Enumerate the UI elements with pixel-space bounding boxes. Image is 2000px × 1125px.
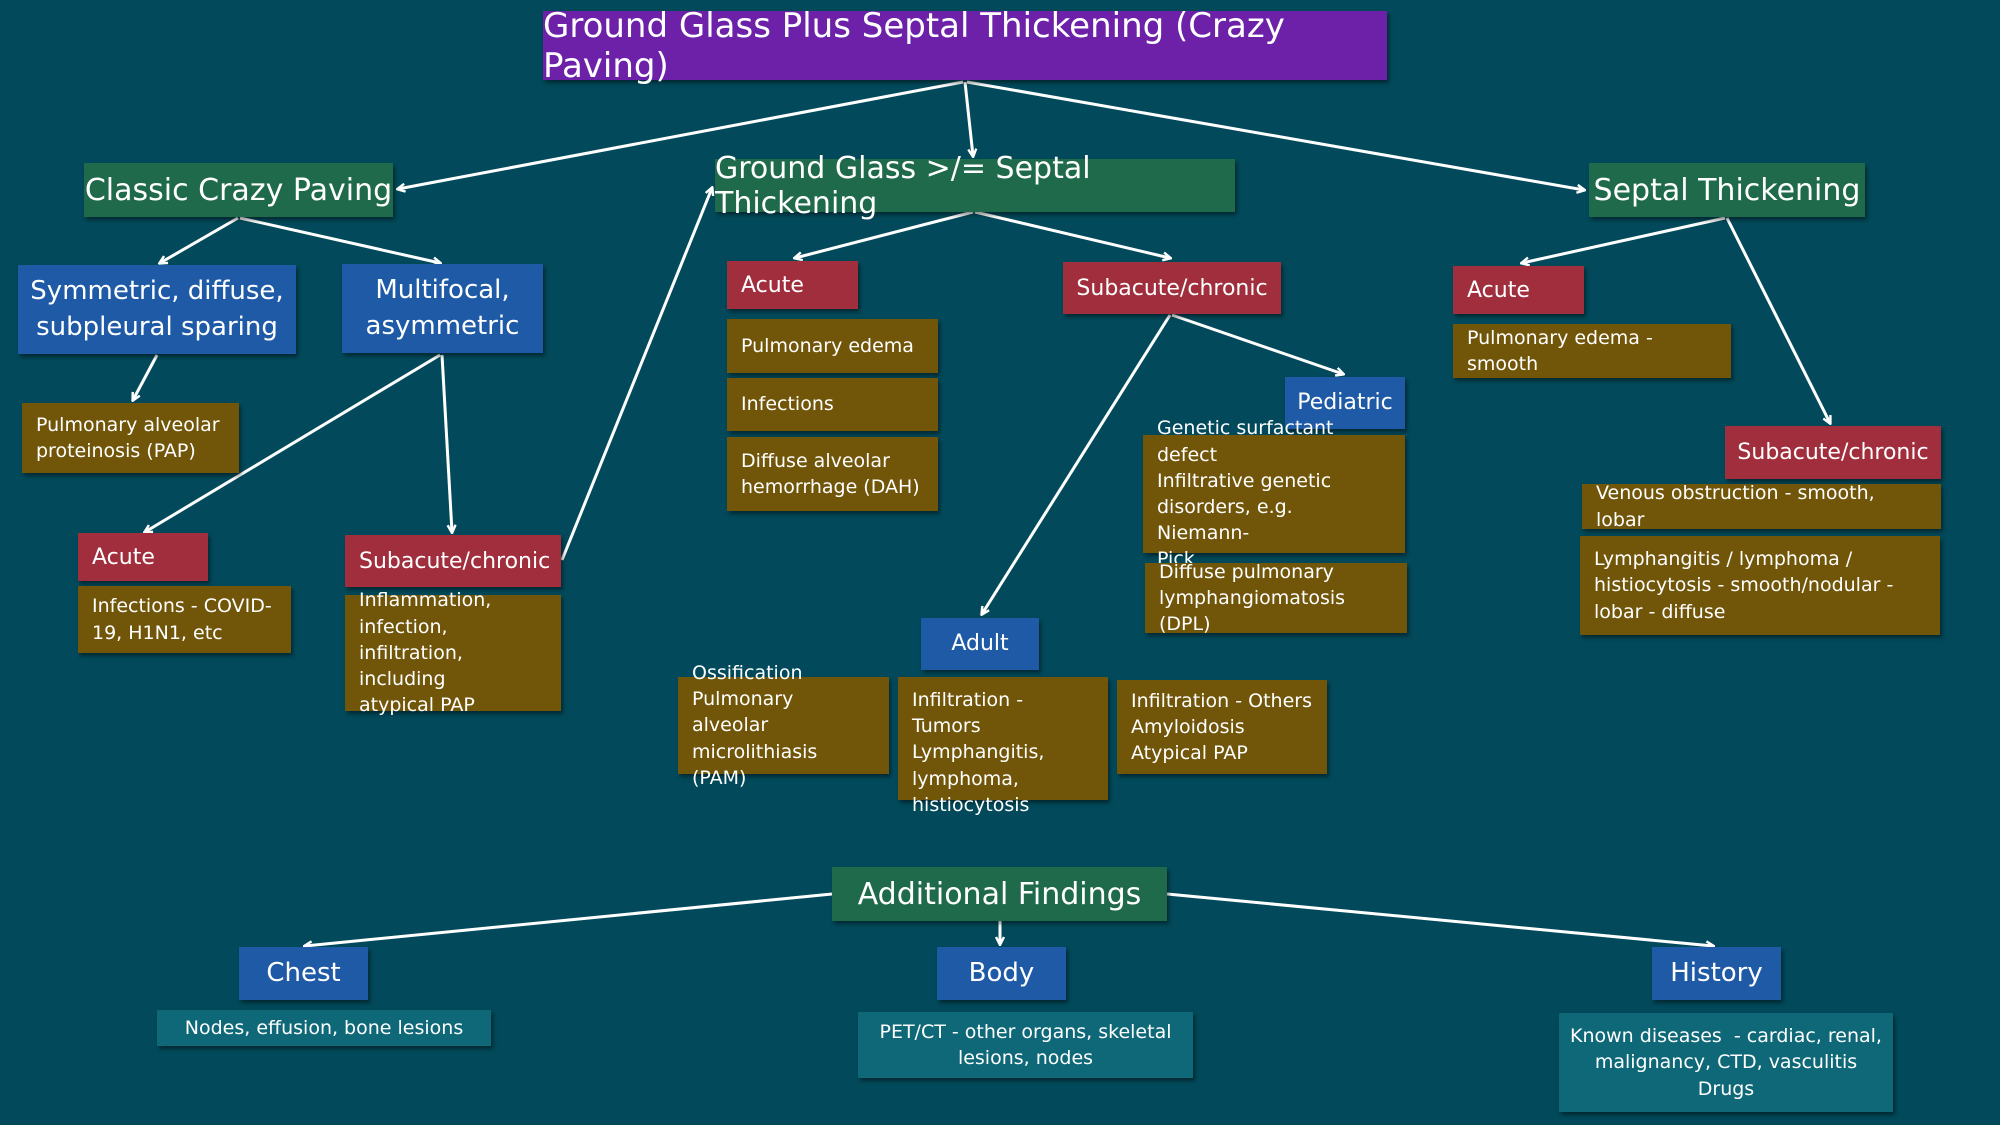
classic-subacute-finding-box: Inflammation, infection, infiltration, i… xyxy=(345,589,561,716)
finding-line: microlithiasis (PAM) xyxy=(692,740,824,789)
finding-line: 19, H1N1, etc xyxy=(92,621,223,644)
finding-line: hemorrhage (DAH) xyxy=(741,476,920,498)
finding-line: Lymphangitis, xyxy=(912,741,1045,764)
septal-subacute-finding-box: Lymphangitis / lymphoma / histiocytosis … xyxy=(1580,536,1940,635)
chest-finding-box: Nodes, effusion, bone lesions xyxy=(157,1010,491,1046)
ggo-acute-finding-box: Infections xyxy=(727,378,938,431)
arrow-title-to-ggo xyxy=(963,81,973,156)
adult-box: Adult xyxy=(921,618,1039,670)
body-box: Body xyxy=(937,947,1066,1000)
arrow-symmetric-to-pap xyxy=(133,354,159,400)
history-finding-box: Known diseases - cardiac, renal, maligna… xyxy=(1559,1013,1893,1112)
finding-line: malignancy, CTD, vasculitis xyxy=(1594,1051,1858,1074)
finding-line: lymphoma, xyxy=(912,767,1019,790)
classic-acute-finding-box: Infections - COVID- 19, H1N1, etc xyxy=(78,586,291,653)
finding-line: infiltration, including xyxy=(359,641,469,691)
arrow-subacute-to-adult xyxy=(982,314,1172,614)
finding-line: lesions, nodes xyxy=(957,1047,1094,1069)
additional-findings-box: Additional Findings xyxy=(832,867,1167,921)
finding-line: disorders, e.g. Niemann- xyxy=(1157,496,1299,545)
finding-line: Atypical PAP xyxy=(1131,742,1248,765)
septal-thickening-box: Septal Thickening xyxy=(1589,163,1865,217)
finding-line: atypical PAP xyxy=(359,694,475,717)
adult-finding-box: Infiltration - Others Amyloidosis Atypic… xyxy=(1117,680,1327,774)
finding-line: Infections - COVID- xyxy=(92,595,272,618)
arrow-septal-to-acute xyxy=(1522,216,1726,263)
arrow-additional-to-chest xyxy=(305,892,833,946)
finding-line: Lymphangitis / lymphoma / xyxy=(1594,548,1853,571)
finding-line: Venous obstruction - smooth, lobar xyxy=(1596,482,1881,531)
ggo-acute-box: Acute xyxy=(727,261,858,309)
septal-subacute-finding-box: Venous obstruction - smooth, lobar xyxy=(1582,482,1941,531)
ggo-acute-finding-box: Diffuse alveolar hemorrhage (DAH) xyxy=(727,437,938,511)
finding-line: Infiltrative genetic xyxy=(1157,469,1332,492)
arrow-septal-to-subacute xyxy=(1725,217,1830,423)
finding-line: Amyloidosis xyxy=(1131,715,1245,738)
finding-line: Inflammation, xyxy=(359,589,492,612)
septal-acute-box: Acute xyxy=(1453,266,1584,314)
ggo-acute-finding-box: Pulmonary edema xyxy=(727,319,938,373)
classic-crazy-paving-box: Classic Crazy Paving xyxy=(84,163,393,217)
adult-finding-box: Ossification Pulmonary alveolar microlit… xyxy=(678,662,889,789)
finding-line: Ossification xyxy=(692,661,803,684)
symmetric-diffuse-box: Symmetric, diffuse, subpleural sparing xyxy=(18,265,296,354)
arrow-multifocal-to-subacute xyxy=(440,354,452,532)
ggo-septal-box: Ground Glass >/= Septal Thickening xyxy=(715,151,1235,221)
finding-line: Infiltration - Others xyxy=(1131,689,1312,712)
finding-line: Diffuse alveolar xyxy=(741,449,890,472)
finding-line: Infections xyxy=(741,393,834,416)
finding-line: Genetic surfactant defect xyxy=(1157,417,1340,466)
arrow-subacute-to-pediatric xyxy=(1171,313,1343,374)
finding-line: lymphangiomatosis (DPL) xyxy=(1159,586,1352,636)
finding-line: Drugs xyxy=(1697,1077,1755,1100)
finding-line: histiocytosis - smooth/nodular - xyxy=(1594,574,1894,597)
finding-line: Nodes, effusion, bone lesions xyxy=(184,1016,464,1039)
finding-line: Infiltration - Tumors xyxy=(912,689,1030,738)
finding-line: Pulmonary alveolar xyxy=(36,413,220,436)
finding-line: histiocytosis xyxy=(912,793,1030,816)
diagram-title: Ground Glass Plus Septal Thickening (Cra… xyxy=(543,6,1387,86)
adult-finding-box: Infiltration - Tumors Lymphangitis, lymp… xyxy=(898,677,1108,816)
arrow-classic-to-symmetric xyxy=(160,216,239,263)
finding-line: PET/CT - other organs, skeletal xyxy=(879,1020,1172,1043)
chest-box: Chest xyxy=(239,947,368,1000)
arrow-subacute-to-ggo xyxy=(560,188,712,561)
classic-subacute-box: Subacute/chronic xyxy=(345,535,561,587)
pap-finding-box: Pulmonary alveolar proteinosis (PAP) xyxy=(22,403,239,473)
pediatric-finding-box: Genetic surfactant defect Infiltrative g… xyxy=(1143,417,1405,570)
finding-line: Diffuse pulmonary xyxy=(1159,560,1334,583)
finding-line: Known diseases - cardiac, renal, xyxy=(1570,1025,1882,1048)
finding-line: Pulmonary alveolar xyxy=(692,688,800,737)
body-finding-box: PET/CT - other organs, skeletal lesions,… xyxy=(858,1012,1193,1078)
septal-acute-finding-box: Pulmonary edema - smooth xyxy=(1453,324,1731,378)
multifocal-asymmetric-box: Multifocal, asymmetric xyxy=(342,264,543,353)
arrow-additional-to-history xyxy=(1166,892,1713,946)
classic-acute-box: Acute xyxy=(78,533,208,581)
ggo-subacute-box: Subacute/chronic xyxy=(1063,262,1281,314)
finding-line: lobar - diffuse xyxy=(1594,600,1726,623)
finding-line: Pulmonary edema xyxy=(741,334,914,357)
finding-line: infection, xyxy=(359,615,448,638)
finding-line: Pulmonary edema - smooth xyxy=(1467,326,1659,375)
history-box: History xyxy=(1652,947,1781,1000)
arrow-classic-to-multifocal xyxy=(239,216,440,263)
pediatric-finding-box: Diffuse pulmonary lymphangiomatosis (DPL… xyxy=(1145,561,1407,635)
septal-subacute-box: Subacute/chronic xyxy=(1725,426,1941,479)
pediatric-box: Pediatric xyxy=(1285,377,1405,429)
finding-line: proteinosis (PAP) xyxy=(36,440,196,462)
